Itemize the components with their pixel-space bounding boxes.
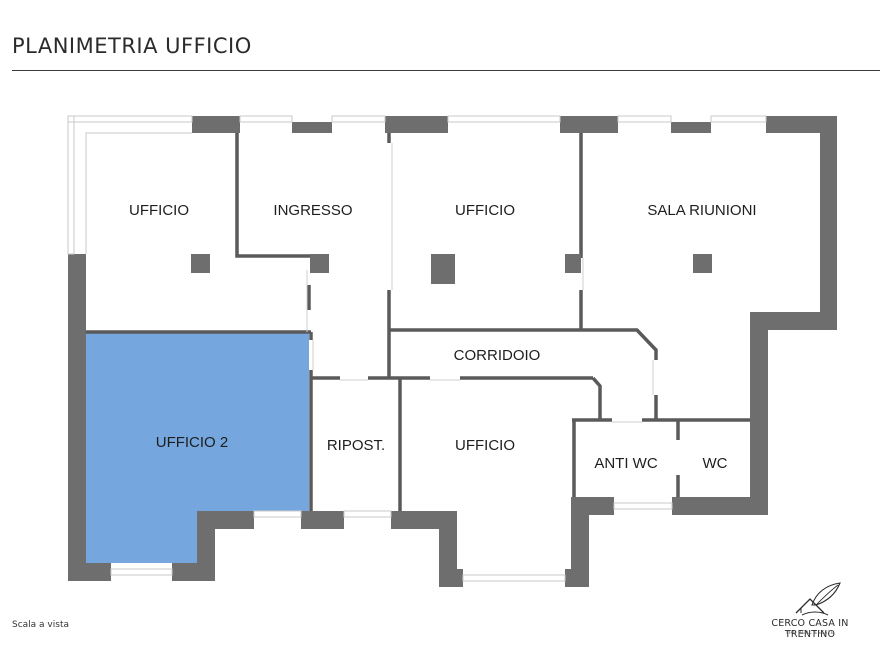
room-label-ufficio-south: UFFICIO [455, 437, 515, 454]
logo-tagline: THE REAL ESTATE [785, 631, 835, 636]
pillars [191, 254, 712, 284]
room-label-ufficio-2: UFFICIO 2 [156, 434, 229, 451]
room-label-ufficio-nw: UFFICIO [129, 202, 189, 219]
logo-wordmark: CERCO CASA IN TRENTINO [771, 618, 849, 640]
room-ufficio-2-fill[interactable] [86, 333, 309, 563]
page-title: PLANIMETRIA UFFICIO [12, 34, 252, 58]
house-leaf-icon [795, 582, 841, 616]
brand-logo: CERCO CASA IN TRENTINO THE REAL ESTATE [750, 575, 870, 640]
room-label-wc: WC [703, 455, 728, 472]
door-openings [306, 143, 654, 423]
room-label-ufficio-center: UFFICIO [455, 202, 515, 219]
title-divider [12, 70, 880, 71]
room-label-anti-wc: ANTI WC [594, 455, 657, 472]
room-label-ripostiglio: RIPOST. [327, 437, 385, 454]
scale-note: Scala a vista [12, 620, 69, 630]
room-label-ingresso: INGRESSO [273, 202, 352, 219]
room-label-sala-riunioni: SALA RIUNIONI [647, 202, 756, 219]
windows [67, 115, 767, 582]
room-label-corridoio: CORRIDOIO [454, 347, 541, 364]
outer-walls [68, 116, 837, 587]
interior-walls [86, 133, 750, 511]
